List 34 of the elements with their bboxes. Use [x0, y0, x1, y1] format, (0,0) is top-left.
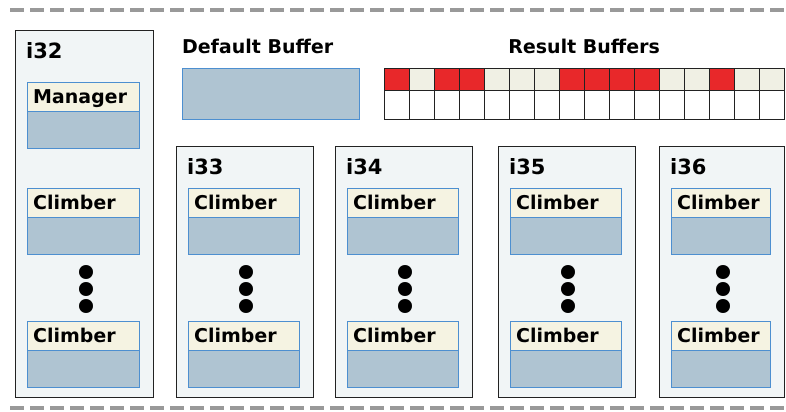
- node-container: [659, 146, 785, 398]
- process-box: [347, 188, 459, 255]
- process-box: [188, 321, 300, 388]
- process-label: Climber: [348, 322, 458, 351]
- node-title: i36: [670, 155, 706, 179]
- process-box: [188, 188, 300, 255]
- process-box: [671, 188, 771, 255]
- process-label: Climber: [348, 189, 458, 218]
- process-label: Climber: [672, 322, 770, 351]
- process-label: Climber: [511, 189, 621, 218]
- process-box: [510, 321, 622, 388]
- node-title: i34: [346, 155, 382, 179]
- buffer-title: Result Buffers: [508, 36, 660, 58]
- process-label: Climber: [28, 322, 139, 351]
- process-box: [347, 321, 459, 388]
- process-label: Climber: [672, 189, 770, 218]
- process-label: Climber: [189, 322, 299, 351]
- node-title: i33: [187, 155, 224, 179]
- process-label: Climber: [511, 322, 621, 351]
- node-container: [15, 30, 154, 398]
- process-box: [510, 188, 622, 255]
- node-title: i32: [26, 39, 62, 63]
- process-box: [27, 321, 140, 388]
- process-label: Manager: [28, 83, 139, 112]
- process-label: Climber: [28, 189, 139, 218]
- process-label: Climber: [189, 189, 299, 218]
- buffer-title: Default Buffer: [182, 36, 334, 58]
- process-box: [27, 188, 140, 255]
- node-container: [176, 146, 314, 398]
- process-box: [671, 321, 771, 388]
- node-title: i35: [509, 155, 546, 179]
- node-container: [335, 146, 473, 398]
- node-container: [498, 146, 636, 398]
- process-box: [27, 82, 140, 149]
